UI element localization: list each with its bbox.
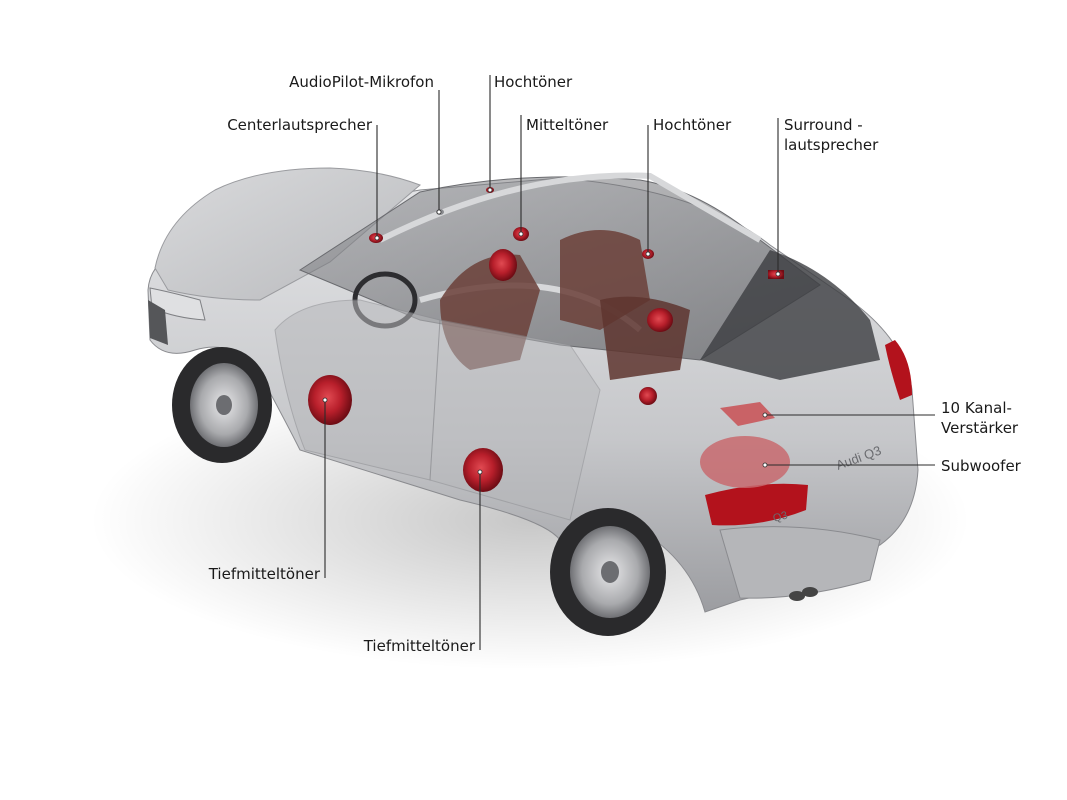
label-mitteltoener: Mitteltöner <box>526 116 609 134</box>
exhaust-right <box>802 587 818 597</box>
label-amp-line1: 10 Kanal- <box>941 399 1012 417</box>
speaker-midrange-door <box>489 249 517 281</box>
front-wheel <box>172 347 272 463</box>
label-tiefmittel-rear: Tiefmitteltöner <box>363 637 475 655</box>
rear-wheel <box>550 508 666 636</box>
label-tiefmittel-front: Tiefmitteltöner <box>208 565 320 583</box>
subwoofer-unit <box>700 436 790 488</box>
label-centerlautsprecher: Centerlautsprecher <box>227 116 372 134</box>
taillight-right <box>705 483 808 526</box>
speaker-pillar <box>639 387 657 405</box>
rear-window <box>700 250 880 380</box>
leader-lines <box>322 75 935 650</box>
label-hochtoener-front: Hochtöner <box>494 73 573 91</box>
label-audiopilot-mikrofon: AudioPilot-Mikrofon <box>289 73 434 91</box>
rear-bumper <box>719 526 881 599</box>
rear-bench <box>600 296 690 380</box>
amplifier <box>720 402 775 426</box>
label-amp-line2: Verstärker <box>941 419 1019 437</box>
label-surround-line1: Surround - <box>784 116 863 134</box>
speaker-rear-door <box>647 308 673 332</box>
front-door <box>274 299 441 481</box>
car-hood <box>154 167 421 301</box>
speaker-woofer-front <box>308 375 352 425</box>
taillight-left <box>885 340 912 400</box>
exhaust-left <box>789 591 805 601</box>
speaker-woofer-rear <box>463 448 503 492</box>
tailgate-model-badge: Q3 <box>772 510 789 525</box>
label-subwoofer: Subwoofer <box>941 457 1021 475</box>
label-hochtoener-rear: Hochtöner <box>653 116 732 134</box>
front-grille <box>148 300 168 345</box>
label-surround-line2: lautsprecher <box>784 136 879 154</box>
speaker-components <box>308 187 790 492</box>
roof-rail-left <box>378 172 762 243</box>
car-illustration: Audi Q3 Q3 <box>147 167 919 636</box>
